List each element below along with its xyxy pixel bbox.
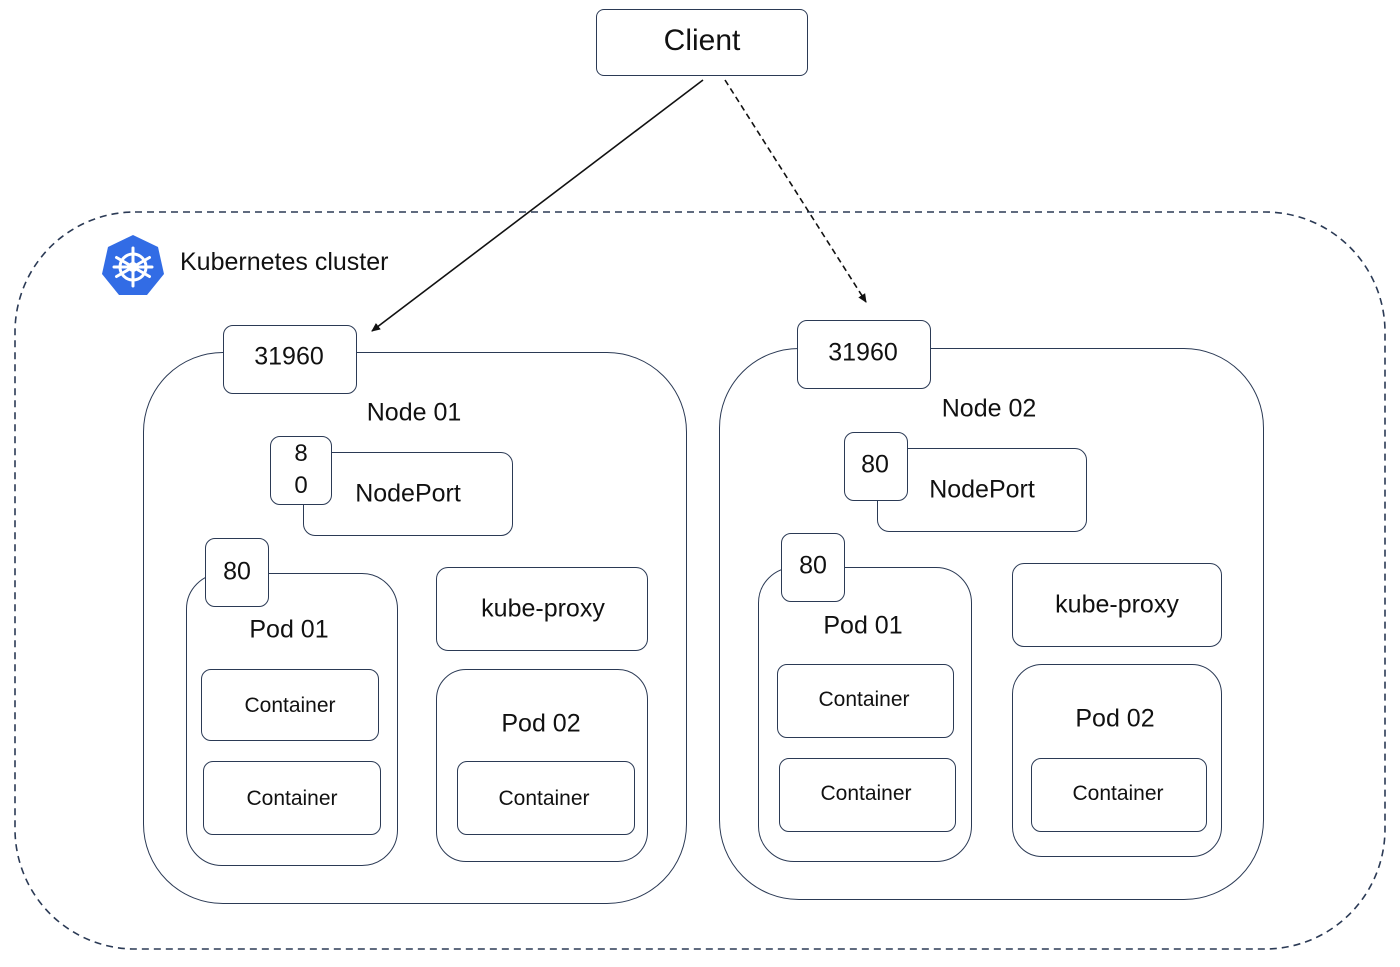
node-01-kube-proxy bbox=[436, 567, 648, 651]
node-01-pod-01-container-2 bbox=[203, 761, 381, 835]
node-01-nodeport-label: NodePort bbox=[355, 479, 461, 508]
node-02-nodeport-label: NodePort bbox=[929, 475, 1035, 504]
client-to-node02-arrow bbox=[724, 79, 867, 303]
node-01-pod-02-container-1-label: Container bbox=[498, 787, 590, 810]
node-01-service-port bbox=[270, 436, 332, 505]
node-02-service-port-value: 80 bbox=[861, 450, 889, 479]
node-01-pod-01-port bbox=[205, 538, 269, 607]
node-02-service-port bbox=[844, 432, 908, 501]
node-01-kube-proxy-label: kube-proxy bbox=[481, 594, 605, 623]
node-01-pod-02-label: Pod 02 bbox=[501, 709, 581, 738]
node-02-nodeport-service bbox=[877, 448, 1087, 532]
node-01-pod-02-container-1 bbox=[457, 761, 635, 835]
node-02-pod-02-container-1 bbox=[1031, 758, 1207, 832]
cluster-label: Kubernetes cluster bbox=[180, 248, 389, 276]
node-01-pod-01-container-1 bbox=[201, 669, 379, 741]
node-01-pod-01-container-1-label: Container bbox=[244, 694, 336, 717]
node-02-kube-proxy bbox=[1012, 563, 1222, 647]
node-02-pod-01-port bbox=[781, 533, 845, 602]
node-02-label: Node 02 bbox=[941, 394, 1037, 423]
client-to-node01-arrow bbox=[371, 79, 704, 332]
node-02-pod-02-label: Pod 02 bbox=[1075, 704, 1155, 733]
node-01-label: Node 01 bbox=[366, 398, 462, 427]
node-02-pod-01-container-1 bbox=[777, 664, 954, 738]
node-02-pod-01-container-2-label: Container bbox=[820, 782, 912, 805]
node-02-nodeport-value: 31960 bbox=[828, 338, 898, 367]
node-02-nodeport-31960 bbox=[797, 320, 931, 389]
node-01-service-port-value: 8 0 bbox=[294, 440, 308, 499]
node-01-nodeport-31960 bbox=[223, 325, 357, 394]
node-02-pod-01-label: Pod 01 bbox=[823, 611, 903, 640]
kubernetes-logo-icon bbox=[102, 235, 164, 295]
node-01-pod-01-port-value: 80 bbox=[223, 557, 251, 586]
node-01-pod-01-container-2-label: Container bbox=[246, 787, 338, 810]
client-label: Client bbox=[663, 24, 741, 57]
node-02-pod-01-container-2 bbox=[779, 758, 956, 832]
node-02-kube-proxy-label: kube-proxy bbox=[1055, 590, 1179, 619]
node-01-pod-01-label: Pod 01 bbox=[249, 615, 329, 644]
node-01-nodeport-value: 31960 bbox=[254, 342, 324, 371]
client-box bbox=[596, 9, 808, 76]
node-02-pod-01-container-1-label: Container bbox=[818, 688, 910, 711]
node-02-pod-02-container-1-label: Container bbox=[1072, 782, 1164, 805]
node-02-pod-01-port-value: 80 bbox=[799, 551, 827, 580]
node-01-nodeport-service bbox=[303, 452, 513, 536]
